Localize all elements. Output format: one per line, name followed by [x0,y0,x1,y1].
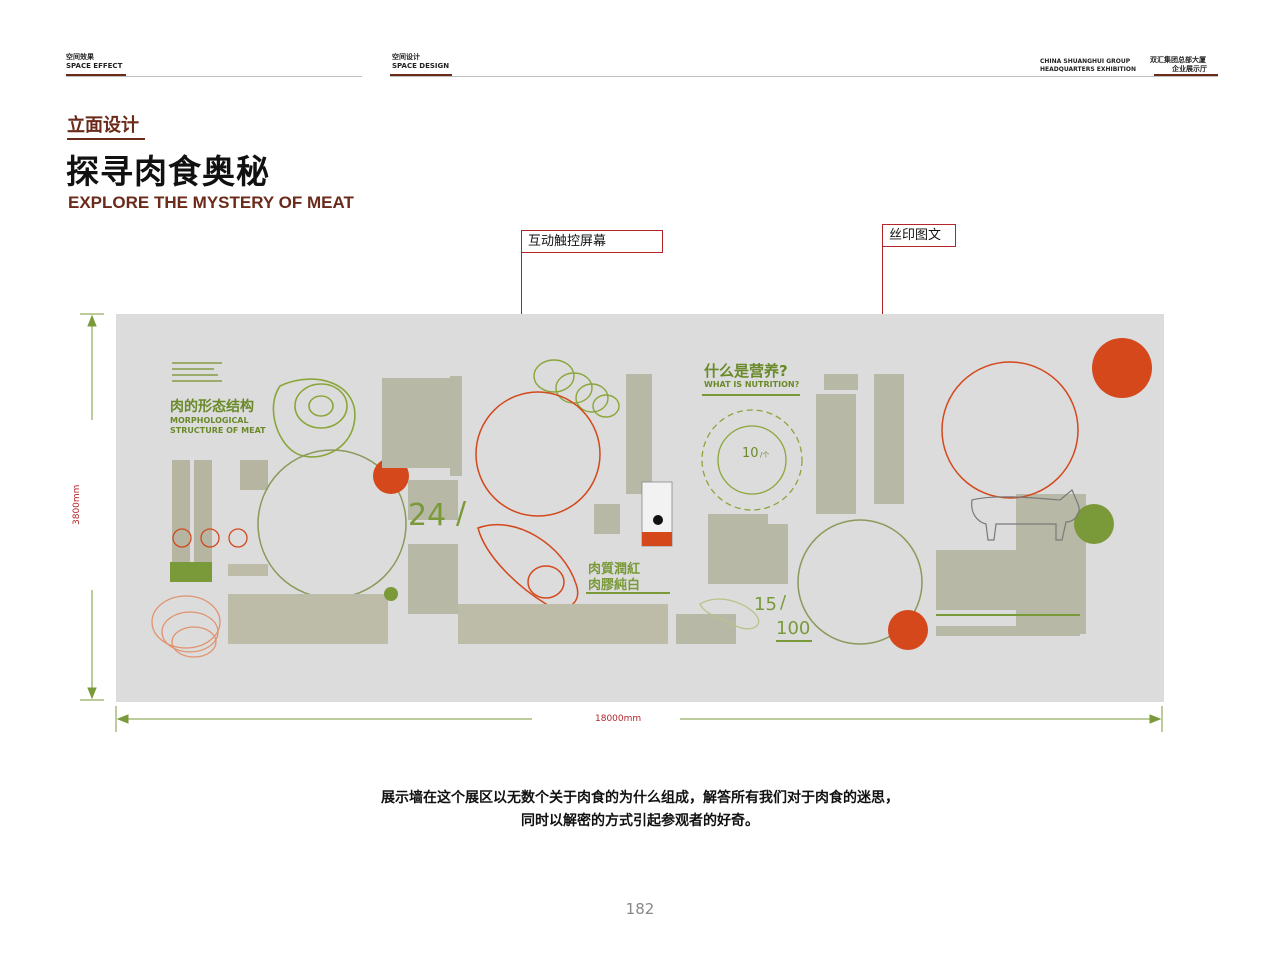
right-text-columns [712,374,1086,634]
nutrition-ring [701,409,803,511]
right-bottom-text [936,626,1080,636]
header-right-en-2: HEADQUARTERS EXHIBITION [1040,66,1136,73]
sausage-bottom [477,523,579,609]
header-left-cn: 空间效果 [66,53,94,61]
header-left-en: SPACE EFFECT [66,62,123,70]
english-title: EXPLORE THE MYSTERY OF MEAT [68,193,354,212]
intro-text-lines [172,362,222,382]
header-mid-accent [390,74,452,76]
ring-sub: /个 [760,451,770,459]
lower-left-text [228,564,388,644]
page-number: 182 [625,900,655,918]
middle-text-blocks [382,376,462,614]
caption-line-2: 同时以解密的方式引起参观者的好奇。 [521,813,759,829]
header-right-accent [1154,74,1218,76]
header-right-en-1: CHINA SHUANGHUI GROUP [1040,58,1131,65]
number-100: 100 [776,618,811,639]
sausage-15 [699,598,760,630]
bottom-middle-text [458,604,668,644]
section-title-underline [67,138,145,140]
dot-green-right [1074,504,1114,544]
sausage-slices-left [151,595,221,658]
header-mid-line [390,76,1218,77]
morph-title-en-1: MORPHOLOGICAL [170,416,249,425]
right-bottom-line [936,614,1080,616]
center-text-columns [594,374,768,644]
wall-graphics [151,338,1152,658]
number-15: 15 [754,594,777,615]
meat-line-2: 肉膠純白 [588,578,641,593]
circle-touchscreen [475,391,601,517]
header-mid-en: SPACE DESIGN [392,62,450,70]
header-left-accent [66,74,126,76]
header-left-line [66,76,362,77]
num100-underline [776,640,812,642]
morph-title-en-2: STRUCTURE OF MEAT [170,426,266,435]
small-rings [172,528,248,548]
number-24: 24 [408,498,447,533]
header-right-cn-2: 企业展示厅 [1172,65,1207,73]
wall-elevation: 肉的形态结构 MORPHOLOGICAL STRUCTURE OF MEAT 2… [116,314,1164,702]
dot-orange-right [1092,338,1152,398]
circle-nutrition [797,519,923,645]
nutri-underline [702,394,800,396]
header-right-cn-1: 双汇集团总部大厦 [1150,56,1206,64]
main-title: 探寻肉食奥秘 [66,152,270,191]
callout-silkscreen: 丝印图文 [882,224,956,247]
number-24-slash: / [456,496,467,531]
cow-illustration [971,489,1080,541]
left-text-columns [172,460,268,580]
green-label-block [170,562,212,582]
dot-orange-bottom [888,610,928,650]
number-15-slash: / [780,592,787,613]
ham-illustration [272,378,356,458]
meat-line-1: 肉質潤紅 [588,562,641,577]
sausage-top [533,359,620,418]
info-panel-base [642,532,672,546]
info-panel-dot [653,515,663,525]
ring-number: 10 [742,446,759,461]
nutrition-title-en: WHAT IS NUTRITION? [704,380,800,389]
dimension-width: 18000mm [595,714,642,724]
dot-green-small [384,587,398,601]
header-mid-cn: 空间设计 [392,53,420,61]
section-title: 立面设计 [67,115,139,136]
dimension-height: 3800mm [72,484,82,525]
callout-touchscreen: 互动触控屏幕 [521,230,663,253]
nutrition-title-cn: 什么是营养? [704,362,788,380]
caption-line-1: 展示墙在这个展区以无数个关于肉食的为什么组成，解答所有我们对于肉食的迷思， [381,790,899,806]
meat-underline [586,592,670,594]
circle-right [941,361,1079,499]
morph-title-cn: 肉的形态结构 [170,399,254,415]
